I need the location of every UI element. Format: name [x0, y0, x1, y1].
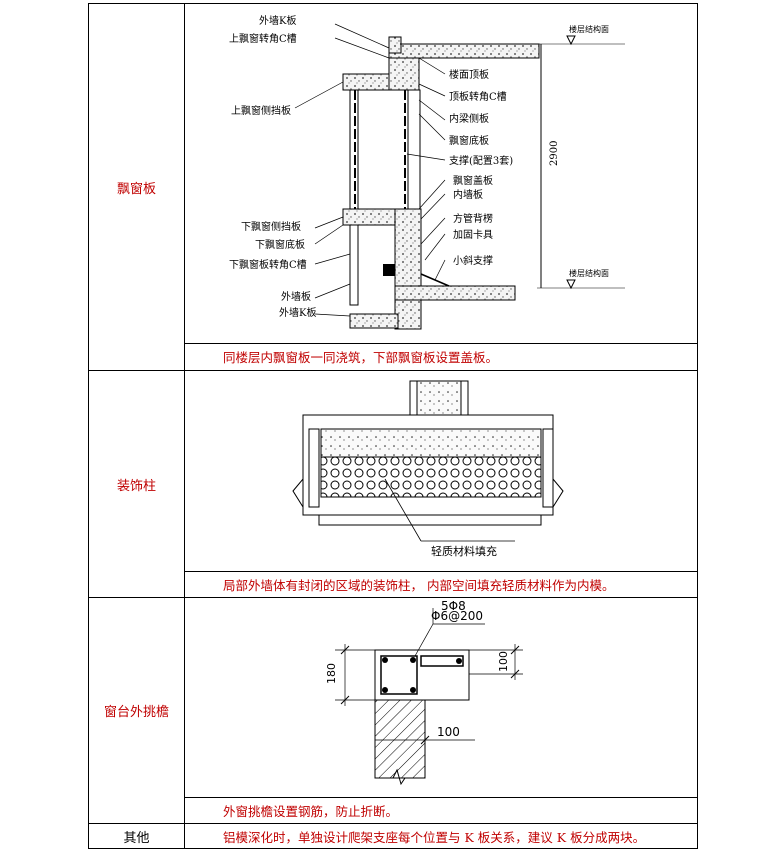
- rebar-stirrup: Φ6@200: [431, 609, 483, 623]
- row-note: 局部外墙体有封闭的区域的装饰柱， 内部空间填充轻质材料作为内模。: [223, 577, 615, 593]
- label-support: 支撑(配置3套): [449, 154, 513, 167]
- label-clamp: 加固卡具: [453, 228, 493, 241]
- window-eave-diagram: 180 100 100 Φ6@200 5Φ8: [325, 599, 523, 786]
- label-outer-wall: 外墙板: [281, 290, 311, 303]
- row-note: 铝模深化时，单独设计爬架支座每个位置与 K 板关系，建议 K 板分成两块。: [223, 829, 646, 845]
- label-lower-bottom: 下飘窗底板: [255, 238, 305, 251]
- floor-struct-label: 楼层结构面: [569, 268, 609, 278]
- label-lower-corner-c: 下飘窗板转角C槽: [229, 258, 307, 271]
- dim-wall: 100: [437, 725, 460, 739]
- label-window-bottom: 飘窗底板: [449, 134, 489, 147]
- row-note: 外窗挑檐设置钢筋，防止折断。: [223, 803, 399, 819]
- label-floor-top: 楼面顶板: [449, 68, 489, 81]
- table-row: 飘窗板: [89, 4, 697, 371]
- eave-figure: 180 100 100 Φ6@200 5Φ8: [185, 598, 697, 798]
- content-table: 飘窗板: [88, 3, 698, 849]
- row-label: 窗台外挑檐: [89, 598, 185, 823]
- label-upper-side: 上飘窗侧挡板: [231, 104, 291, 117]
- dim-height: 2900: [549, 141, 560, 166]
- dim-right: 100: [497, 651, 510, 672]
- label-outer-k-bottom: 外墙K板: [279, 306, 316, 319]
- label-inner-wall: 内墙板: [453, 188, 483, 201]
- rebar-main: 5Φ8: [441, 599, 466, 613]
- column-figure: 轻质材料填充: [185, 371, 697, 572]
- decorative-column-diagram: 轻质材料填充: [292, 380, 564, 558]
- table-row: 窗台外挑檐: [89, 598, 697, 824]
- label-small-brace: 小斜支撑: [453, 254, 493, 267]
- row-label: 装饰柱: [89, 371, 185, 597]
- row-label: 其他: [89, 824, 185, 848]
- label-inner-beam: 内梁侧板: [449, 112, 489, 125]
- label-outer-k-top: 外墙K板: [259, 14, 296, 27]
- bay-window-diagram: 2900 楼层结构面 楼层结构面: [229, 14, 625, 330]
- label-top-corner-c: 顶板转角C槽: [449, 90, 507, 103]
- label-tube-back: 方管背楞: [453, 212, 493, 225]
- label-fill: 轻质材料填充: [431, 544, 497, 558]
- dim-left: 180: [325, 663, 338, 684]
- row-label: 飘窗板: [89, 4, 185, 370]
- label-upper-corner-c: 上飘窗转角C槽: [229, 32, 297, 45]
- label-lower-side: 下飘窗侧挡板: [241, 220, 301, 233]
- table-row: 其他 铝模深化时，单独设计爬架支座每个位置与 K 板关系，建议 K 板分成两块。: [89, 824, 697, 848]
- row-note: 同楼层内飘窗板一同浇筑，下部飘窗板设置盖板。: [223, 350, 499, 365]
- bay-window-figure: 2900 楼层结构面 楼层结构面: [185, 4, 697, 344]
- label-window-cover: 飘窗盖板: [453, 174, 493, 187]
- floor-struct-label: 楼层结构面: [569, 24, 609, 34]
- table-row: 装饰柱: [89, 371, 697, 598]
